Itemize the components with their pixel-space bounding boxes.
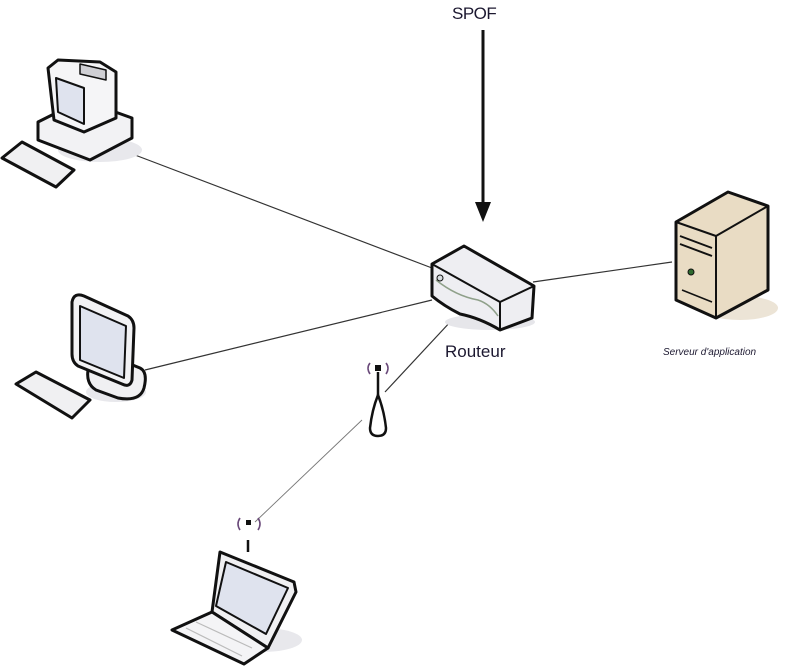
spof-arrow	[475, 30, 491, 222]
laptop-icon	[170, 517, 302, 666]
edge-router-ap	[384, 319, 453, 393]
connections	[134, 154, 673, 523]
server-icon	[674, 190, 778, 320]
edge-crt-router	[134, 154, 433, 269]
desktop-crt-icon	[0, 58, 142, 189]
access-point-icon	[367, 362, 389, 438]
server-label: Serveur d'application	[663, 347, 757, 358]
spof-label: SPOF	[452, 4, 497, 23]
router-icon	[430, 244, 536, 332]
router-label: Routeur	[445, 342, 506, 361]
edge-router-server	[532, 261, 673, 283]
edge-flat-router	[144, 299, 433, 371]
desktop-flat-icon	[14, 293, 147, 420]
edge-ap-laptop	[254, 419, 363, 523]
